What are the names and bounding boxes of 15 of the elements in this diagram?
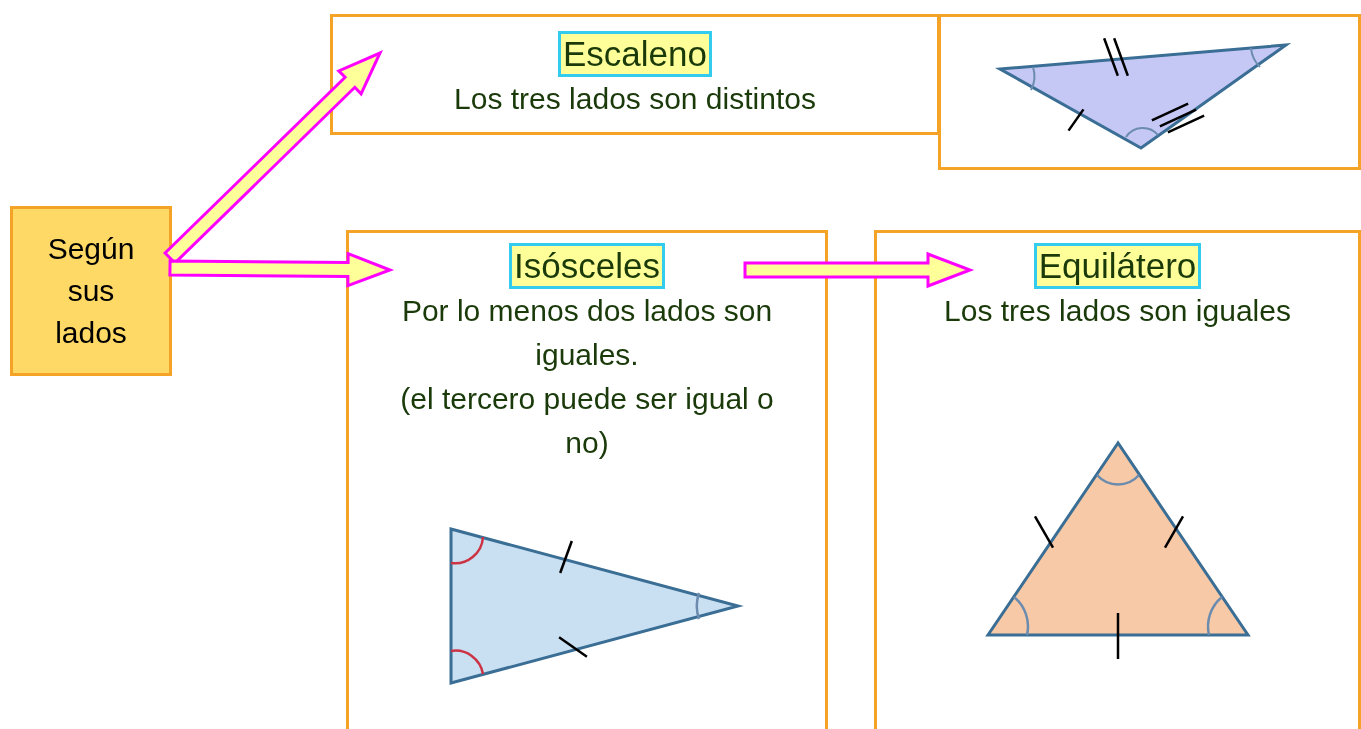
heading-text: Según sus lados [46,231,136,351]
type-title: Escaleno [558,31,712,77]
category-box [346,230,828,729]
category-box [874,230,1361,729]
description-text: Por lo menos dos lados son iguales. [400,293,774,373]
category-box [330,14,940,135]
description-text: Los tres lados son iguales [944,293,1291,329]
description-text: Los tres lados son distintos [454,81,816,117]
type-title: Isósceles [509,243,665,289]
type-title: Equilátero [1033,243,1202,289]
block-arrow [168,251,395,288]
category-box [10,206,172,376]
picture-box [938,14,1361,170]
block-arrow [743,251,975,289]
description-text: (el tercero puede ser igual o no) [399,381,775,461]
